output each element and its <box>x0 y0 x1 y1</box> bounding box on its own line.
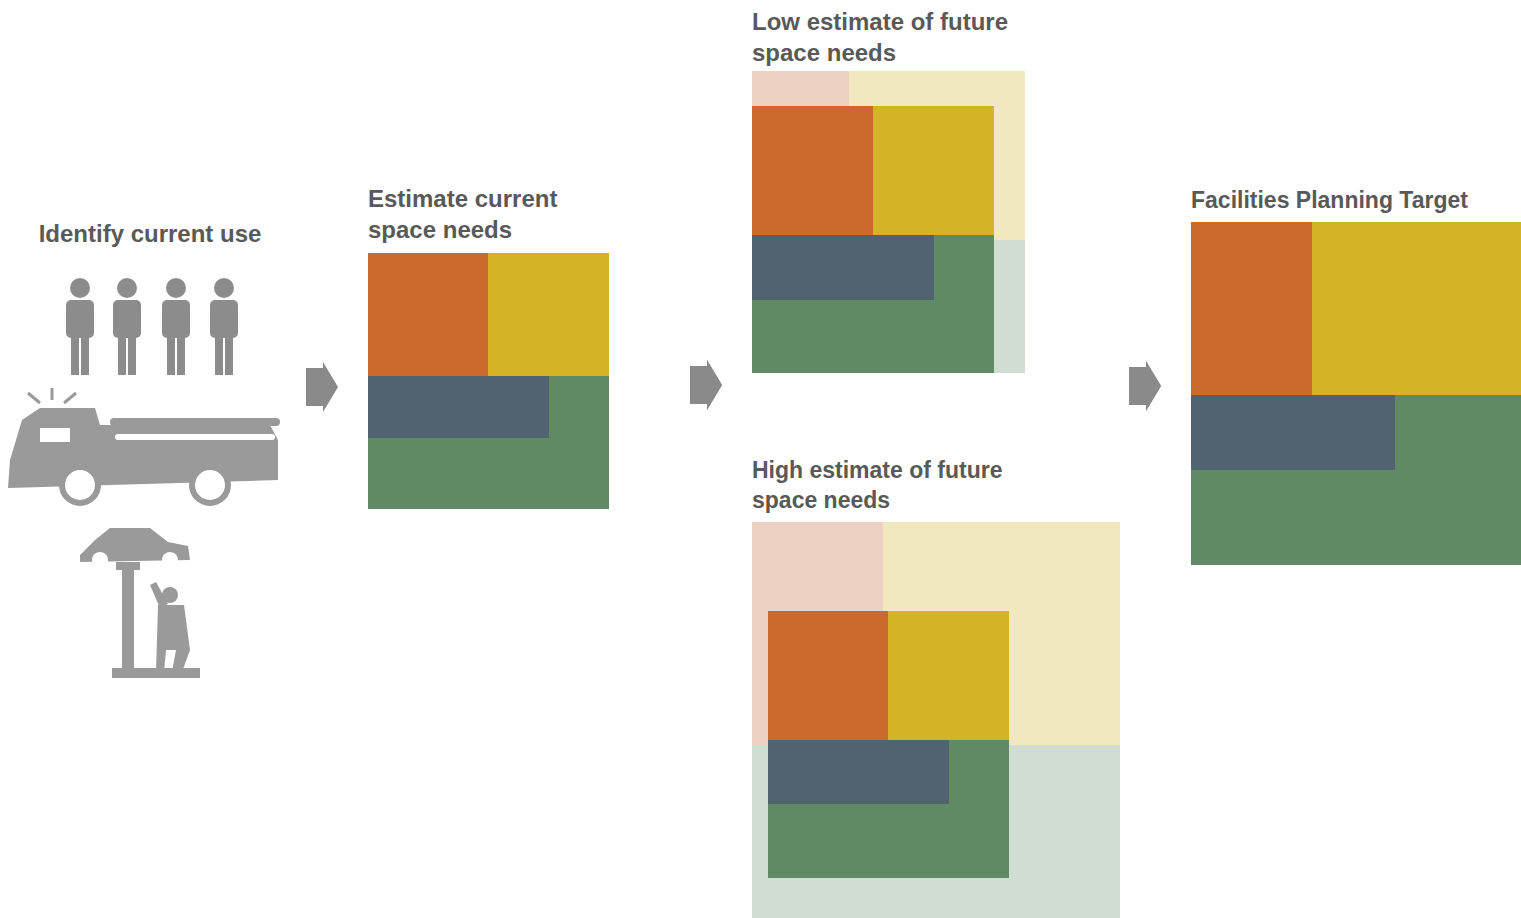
stage-heading: Facilities Planning Target <box>1191 186 1521 216</box>
space-block <box>888 611 1009 740</box>
space-block <box>768 740 949 804</box>
block-arrow <box>690 360 722 410</box>
space-block <box>1191 222 1312 395</box>
space-block-chart <box>752 522 1120 918</box>
car-lift-mechanic <box>80 528 200 678</box>
fire-truck <box>8 388 280 503</box>
space-block <box>488 253 609 376</box>
block-arrow <box>1129 361 1161 411</box>
block-arrow <box>306 362 338 412</box>
stage-box: Low estimate of future space needs <box>752 6 1025 373</box>
block-arrow <box>1129 361 1161 411</box>
space-block <box>1312 222 1521 395</box>
stage-box: Facilities Planning Target <box>1191 186 1521 565</box>
space-block-chart <box>752 71 1025 373</box>
space-block <box>1191 395 1395 470</box>
stage-box: Estimate current space needs <box>368 183 609 509</box>
block-arrow <box>690 360 722 410</box>
stage-box: Identify current use <box>0 218 300 678</box>
space-block <box>752 106 873 235</box>
space-block <box>752 235 934 300</box>
space-block <box>368 253 488 376</box>
space-block <box>873 106 994 235</box>
space-block <box>368 376 549 438</box>
stage-heading: Low estimate of future space needs <box>752 6 1022 68</box>
staff-figures <box>66 278 238 375</box>
space-block <box>768 611 888 740</box>
stage-heading: Estimate current space needs <box>368 183 609 245</box>
stage-box: High estimate of future space needs <box>752 456 1120 918</box>
space-block-chart <box>368 253 609 509</box>
space-block-chart <box>1191 222 1521 565</box>
stage-heading: High estimate of future space needs <box>752 456 1022 516</box>
stage-heading: Identify current use <box>0 218 300 249</box>
